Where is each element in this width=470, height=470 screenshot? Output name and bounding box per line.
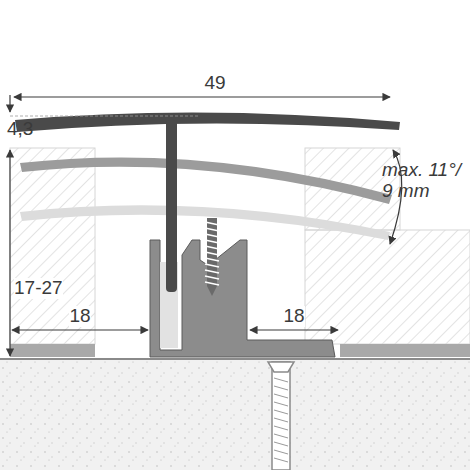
dimension-right: 18	[283, 306, 304, 327]
dimension-width: 49	[204, 73, 225, 94]
subfloor	[0, 360, 470, 470]
dimension-left: 18	[69, 306, 90, 327]
dimension-angle: max. 11°/ 9 mm	[382, 160, 466, 202]
dimension-height: 17-27	[14, 278, 63, 299]
dimension-thickness: 4,3	[7, 119, 33, 140]
top-profile	[15, 112, 400, 132]
base-channel	[150, 240, 335, 357]
